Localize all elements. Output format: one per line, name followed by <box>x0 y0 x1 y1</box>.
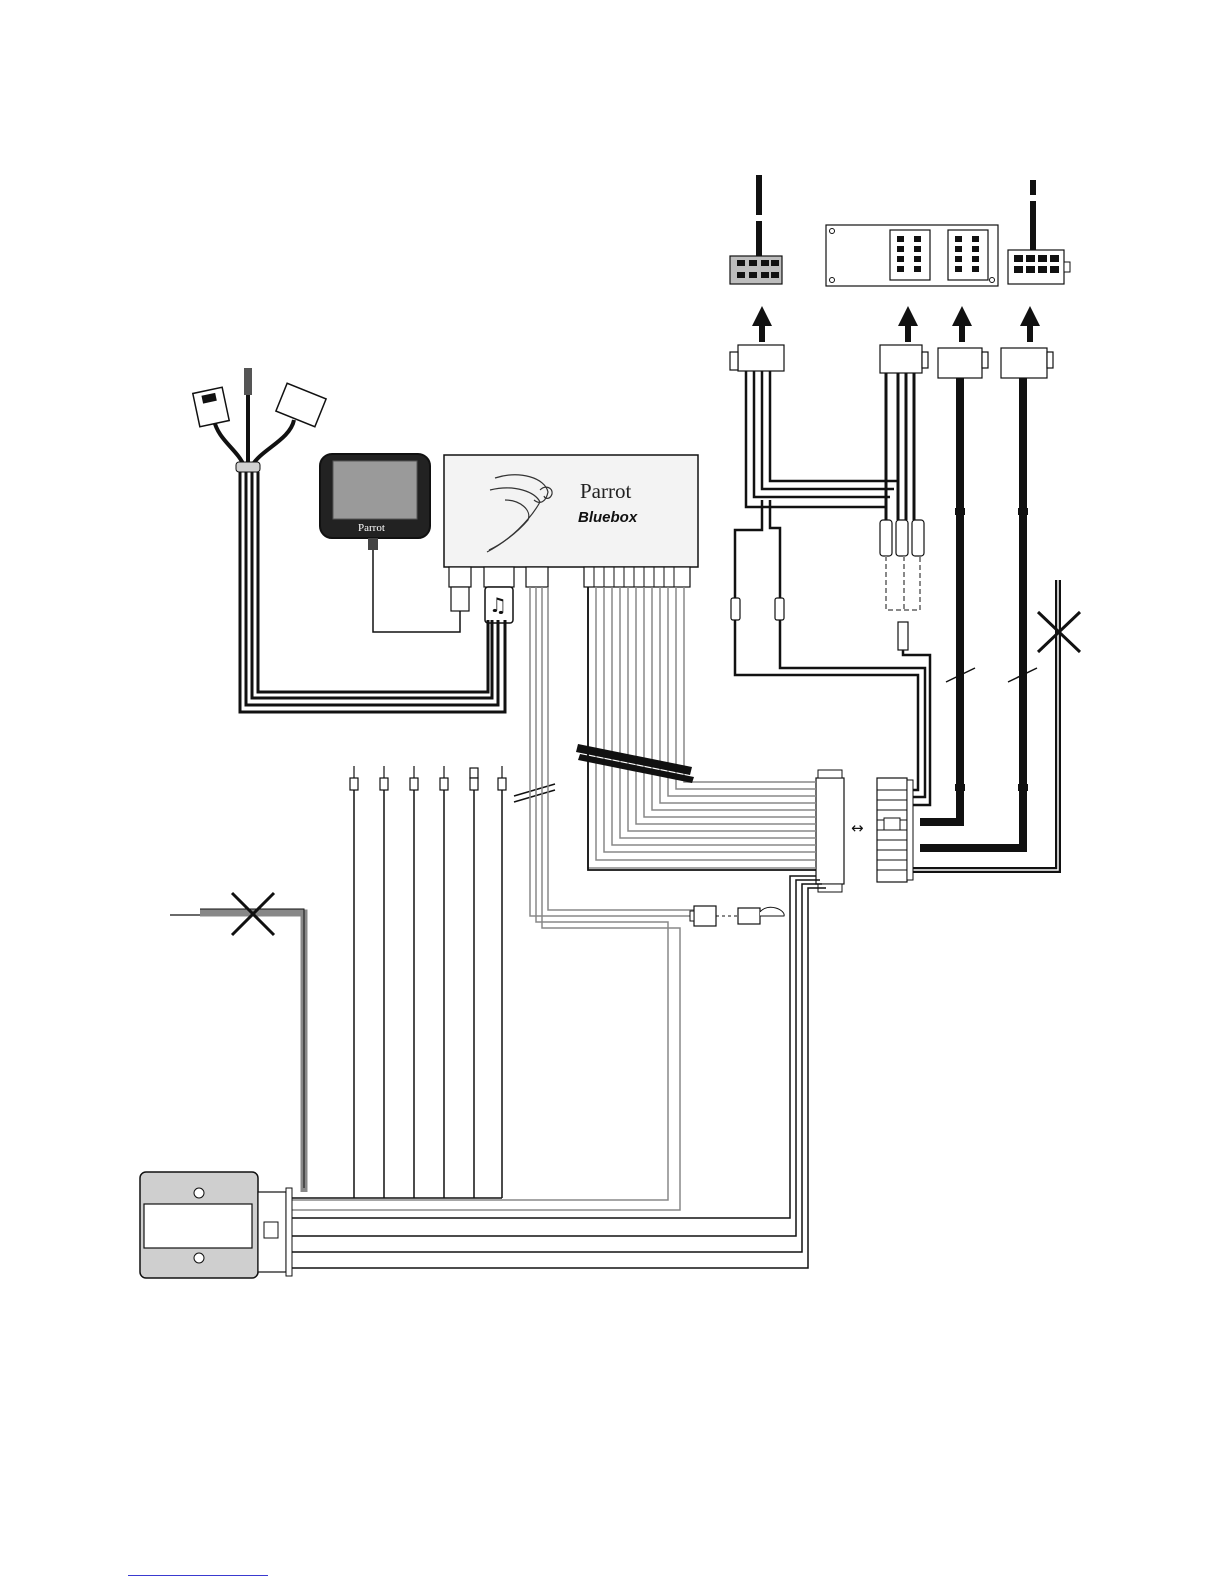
terminal-pins <box>290 766 506 1198</box>
footer-link-underline[interactable] <box>128 1575 268 1576</box>
bluebox-brand: Parrot <box>580 479 631 503</box>
right-vehicle-plug <box>1008 180 1070 284</box>
main-wire-bundle <box>588 587 816 868</box>
vehicle-connectors <box>730 175 1070 286</box>
y-cable-adapters <box>193 368 326 472</box>
inline-fuses <box>731 598 784 620</box>
arrow-up-icon <box>752 306 1040 342</box>
left-vehicle-plug <box>730 175 782 284</box>
module-feed-wires <box>290 876 826 1268</box>
middle-harness-wires <box>886 373 914 520</box>
harness-connectors <box>730 345 1053 378</box>
rca-plugs <box>880 520 924 556</box>
music-note-icon: ♫ <box>489 593 507 617</box>
dashed-jumper <box>886 556 920 610</box>
bidirectional-arrow-icon: ↔ <box>851 819 864 837</box>
bluebox-model: Bluebox <box>578 509 638 526</box>
display-brand: Parrot <box>358 522 385 534</box>
thick-cables <box>920 378 1023 848</box>
control-module <box>140 1172 292 1278</box>
mic-jack-plug <box>898 622 908 650</box>
parrot-display: Parrot <box>320 454 430 550</box>
inline-connector <box>690 906 784 926</box>
dual-connector <box>816 770 913 892</box>
unused-grey-cable <box>200 913 304 1192</box>
radio-connector-plate <box>826 225 998 286</box>
